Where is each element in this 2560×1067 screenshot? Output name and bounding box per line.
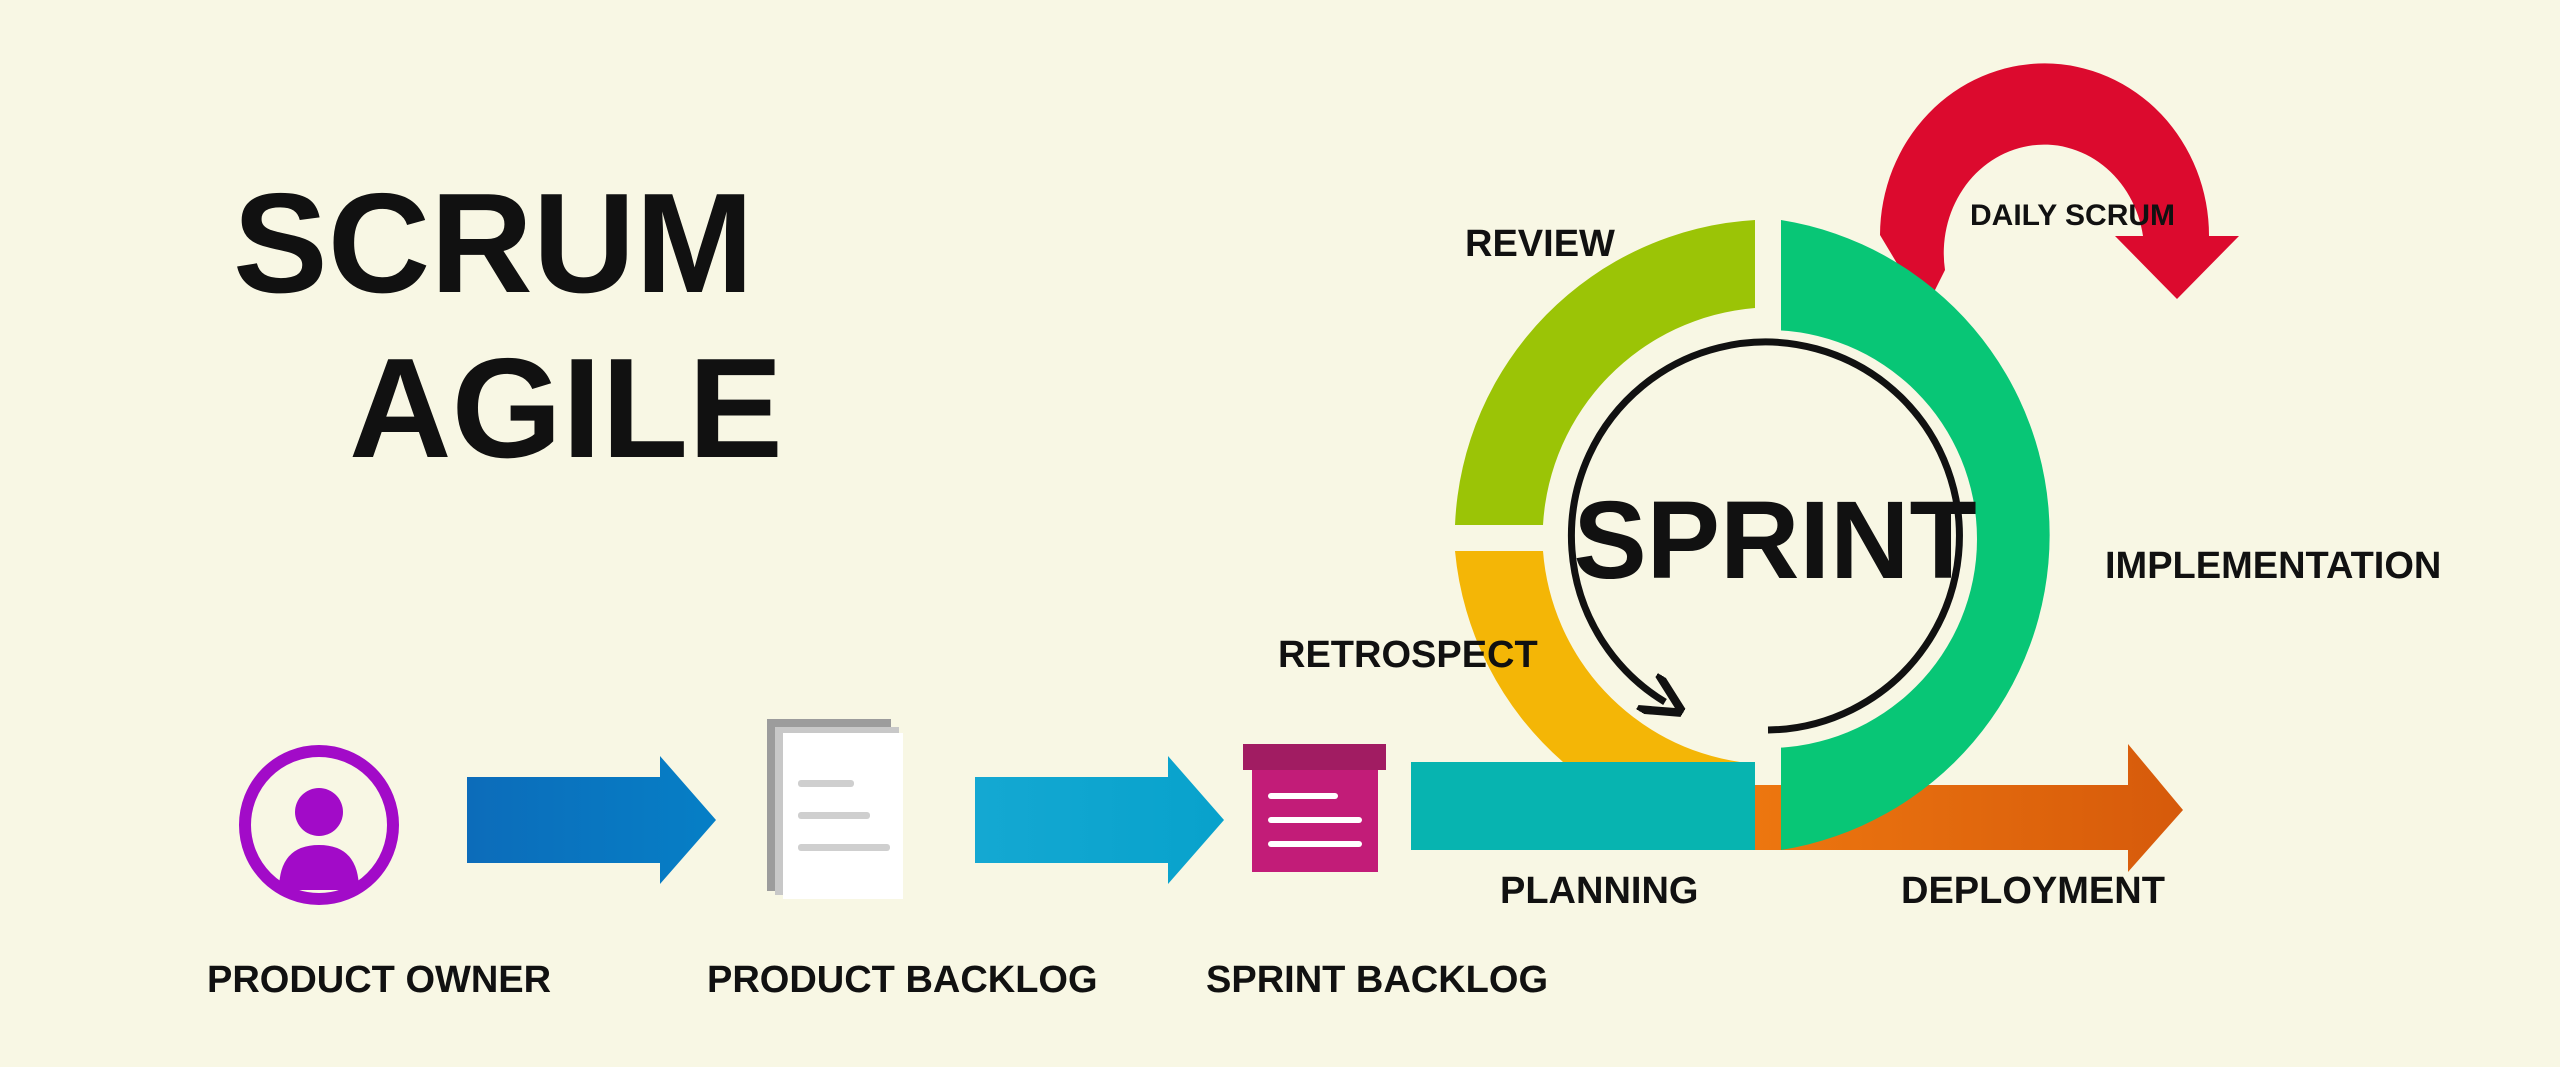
sprint-cycle-arrow (1567, 338, 1963, 734)
title-scrum: SCRUM (233, 164, 754, 323)
arrow-backlog-to-sprint-backlog (975, 756, 1224, 884)
implementation-label: IMPLEMENTATION (2105, 545, 2441, 587)
product-backlog-icon (767, 719, 903, 899)
planning-bar (1411, 762, 1755, 850)
daily-scrum-arrow (1880, 63, 2239, 310)
daily-scrum-label: DAILY SCRUM (1970, 199, 2175, 232)
retrospect-segment (1455, 551, 1740, 762)
arrow-owner-to-backlog (467, 756, 716, 884)
deployment-label: DEPLOYMENT (1901, 870, 2165, 912)
review-label: REVIEW (1465, 223, 1615, 265)
sprint-label: SPRINT (1573, 479, 1976, 602)
review-segment (1455, 220, 1755, 525)
sprint-backlog-label: SPRINT BACKLOG (1206, 959, 1548, 1001)
planning-label: PLANNING (1500, 870, 1698, 912)
retrospect-label: RETROSPECT (1278, 634, 1538, 676)
sprint-backlog-icon (1243, 744, 1386, 872)
product-backlog-label: PRODUCT BACKLOG (707, 959, 1098, 1001)
sprint-center (1559, 330, 1977, 748)
title-agile: AGILE (349, 329, 783, 488)
product-owner-icon (239, 745, 399, 905)
product-owner-label: PRODUCT OWNER (207, 959, 551, 1001)
